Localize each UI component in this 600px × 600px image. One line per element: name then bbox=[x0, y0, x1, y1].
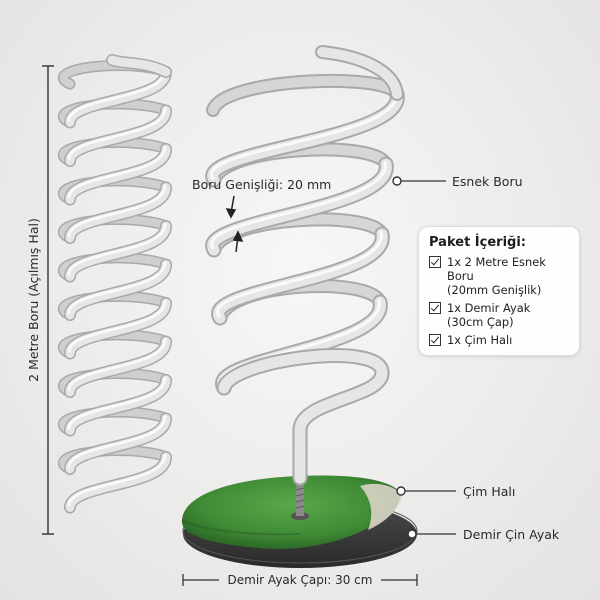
package-item-text: 1x Çim Halı bbox=[447, 333, 513, 347]
package-contents-box: Paket İçeriği: 1x 2 Metre Esnek Boru (20… bbox=[418, 226, 580, 356]
pipe-width-label: Boru Genişliği: 20 mm bbox=[192, 177, 331, 192]
checkbox-check-icon bbox=[429, 302, 441, 314]
package-item-text: 1x 2 Metre Esnek Boru (20mm Genişlik) bbox=[447, 255, 546, 297]
package-title: Paket İçeriği: bbox=[429, 235, 526, 250]
package-item: 1x Çim Halı bbox=[429, 333, 571, 347]
checkbox-check-icon bbox=[429, 256, 441, 268]
package-item: 1x Demir Ayak (30cm Çap) bbox=[429, 301, 571, 329]
left-coil bbox=[57, 54, 172, 514]
flexible-pipe-label: Esnek Boru bbox=[452, 174, 523, 189]
flexible-pipe-coil bbox=[205, 45, 405, 486]
grass-mat bbox=[181, 475, 402, 550]
diameter-dimension bbox=[182, 574, 418, 586]
arrow-icon bbox=[225, 195, 244, 253]
checkbox-check-icon bbox=[429, 334, 441, 346]
grass-mat-callout bbox=[396, 486, 456, 496]
flexible-pipe-callout bbox=[392, 176, 446, 186]
base-diameter-label: Demir Ayak Çapı: 30 cm bbox=[228, 573, 373, 587]
grass-mat-label: Çim Halı bbox=[463, 484, 515, 499]
vertical-length-label: 2 Metre Boru (Açılmış Hal) bbox=[26, 218, 41, 382]
package-item-text: 1x Demir Ayak (30cm Çap) bbox=[447, 301, 531, 329]
length-dimension bbox=[42, 65, 54, 535]
package-item: 1x 2 Metre Esnek Boru (20mm Genişlik) bbox=[429, 255, 571, 297]
iron-base-callout bbox=[407, 529, 456, 539]
iron-base-label: Demir Çin Ayak bbox=[463, 527, 560, 542]
